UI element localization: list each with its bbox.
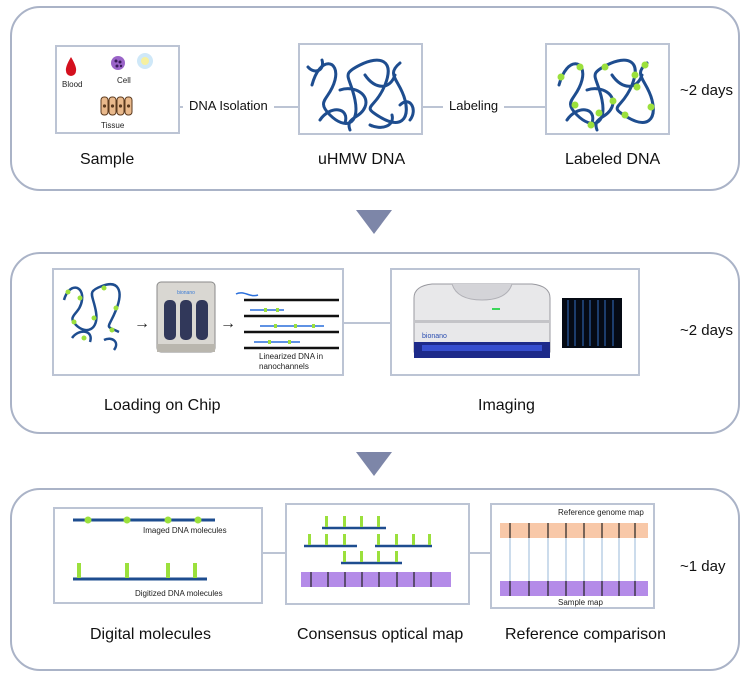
imaging-box: bionano [390, 268, 640, 376]
chip-imaging-connector [344, 322, 390, 324]
digitized-molecules-label: Digitized DNA molecules [135, 589, 223, 598]
tissue-icon [100, 96, 133, 116]
digital-molecules-box: Imaged DNA molecules Digitized DNA molec… [53, 507, 263, 604]
labeled-dna-mini [62, 283, 121, 351]
reference-comparison-illustration [500, 523, 648, 596]
digital-molecules-caption: Digital molecules [90, 626, 211, 643]
sample-box: Blood Cell Tissue [55, 45, 180, 134]
uhmw-dna-box [298, 43, 423, 135]
digital-consensus-connector [263, 552, 285, 554]
stage3-duration: ~1 day [680, 558, 726, 575]
arrow-icon-2: → [220, 315, 236, 332]
linearized-dna-label: Linearized DNA in nanochannels [259, 352, 324, 371]
blood-drop-icon [65, 57, 77, 76]
uhmw-dna-caption: uHMW DNA [318, 151, 406, 168]
down-arrow-icon-2 [356, 452, 392, 476]
chip-loading-illustration: bionano [62, 281, 339, 353]
digital-molecules-illustration [73, 516, 215, 581]
instrument-brand-label: bionano [422, 333, 447, 340]
down-arrow-icon [356, 210, 392, 234]
cell-label: Cell [117, 76, 131, 85]
labeled-dna-tangle [557, 58, 655, 132]
reference-comparison-box: Reference genome map Sample map [490, 503, 655, 609]
cell-icon [111, 56, 125, 70]
imaging-illustration: bionano [413, 283, 622, 358]
blood-label: Blood [62, 80, 83, 89]
imaged-molecules-label: Imaged DNA molecules [143, 526, 227, 535]
uhmw-dna-tangle [306, 58, 415, 132]
labeled-dna-box [545, 43, 670, 135]
dna-isolation-label: DNA Isolation [183, 98, 274, 113]
reference-map-label: Reference genome map [558, 508, 644, 517]
consensus-map-box [285, 503, 470, 605]
nanochannel-lines [244, 298, 339, 350]
reference-comparison-caption: Reference comparison [505, 626, 666, 643]
chip-brand-label: bionano [177, 290, 195, 296]
consensus-reference-connector [470, 552, 490, 554]
loading-on-chip-box: bionano → → Linearized DNA in nanochanne… [52, 268, 344, 376]
stage1-duration: ~2 days [680, 82, 733, 99]
sample-map-label: Sample map [558, 598, 603, 607]
sample-illustration [65, 53, 153, 116]
labeling-label: Labeling [443, 98, 505, 113]
consensus-map-illustration [301, 516, 451, 587]
consensus-map-caption: Consensus optical map [297, 626, 464, 643]
arrow-icon: → [134, 315, 150, 332]
imaging-caption: Imaging [478, 397, 535, 414]
saphyr-instrument-icon: bionano [413, 283, 551, 358]
stage2-duration: ~2 days [680, 322, 733, 339]
loading-on-chip-caption: Loading on Chip [104, 397, 221, 414]
chip-icon: bionano [156, 281, 216, 353]
labeled-dna-caption: Labeled DNA [565, 151, 661, 168]
nanochannel-image [562, 298, 622, 348]
sample-caption: Sample [80, 151, 135, 168]
tissue-label: Tissue [101, 121, 125, 130]
